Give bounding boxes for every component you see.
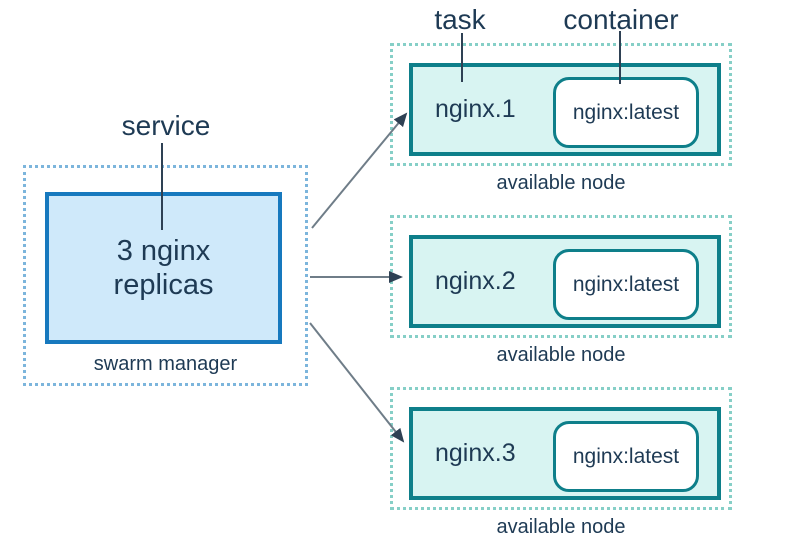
- task-name: nginx.1: [435, 95, 516, 123]
- task-box-nginx-1: nginx.1 nginx:latest: [409, 63, 721, 156]
- container-box-nginx-2: nginx:latest: [553, 249, 699, 320]
- container-label: container: [563, 4, 679, 35]
- task-name: nginx.3: [435, 439, 516, 467]
- node-1-caption: available node: [496, 172, 626, 194]
- node-3-caption: available node: [496, 516, 626, 538]
- container-image-name: nginx:latest: [572, 272, 680, 296]
- service-box: 3 nginx replicas: [45, 192, 282, 344]
- service-box-line-1: 3 nginx: [116, 235, 211, 267]
- task-name: nginx.2: [435, 267, 516, 295]
- node-2-caption: available node: [496, 344, 626, 366]
- node-3-boundary: nginx.3 nginx:latest: [390, 387, 732, 510]
- task-box-nginx-3: nginx.3 nginx:latest: [409, 407, 721, 500]
- service-box-line-2: replicas: [113, 269, 214, 301]
- node-2-boundary: nginx.2 nginx:latest: [390, 215, 732, 338]
- swarm-manager-caption: swarm manager: [93, 353, 238, 375]
- task-label: task: [434, 4, 486, 35]
- container-image-name: nginx:latest: [572, 100, 680, 124]
- container-image-name: nginx:latest: [572, 444, 680, 468]
- node-1-boundary: nginx.1 nginx:latest: [390, 43, 732, 166]
- task-box-nginx-2: nginx.2 nginx:latest: [409, 235, 721, 328]
- swarm-manager-boundary: [23, 165, 308, 386]
- container-box-nginx-3: nginx:latest: [553, 421, 699, 492]
- container-box-nginx-1: nginx:latest: [553, 77, 699, 148]
- service-label: service: [121, 110, 211, 141]
